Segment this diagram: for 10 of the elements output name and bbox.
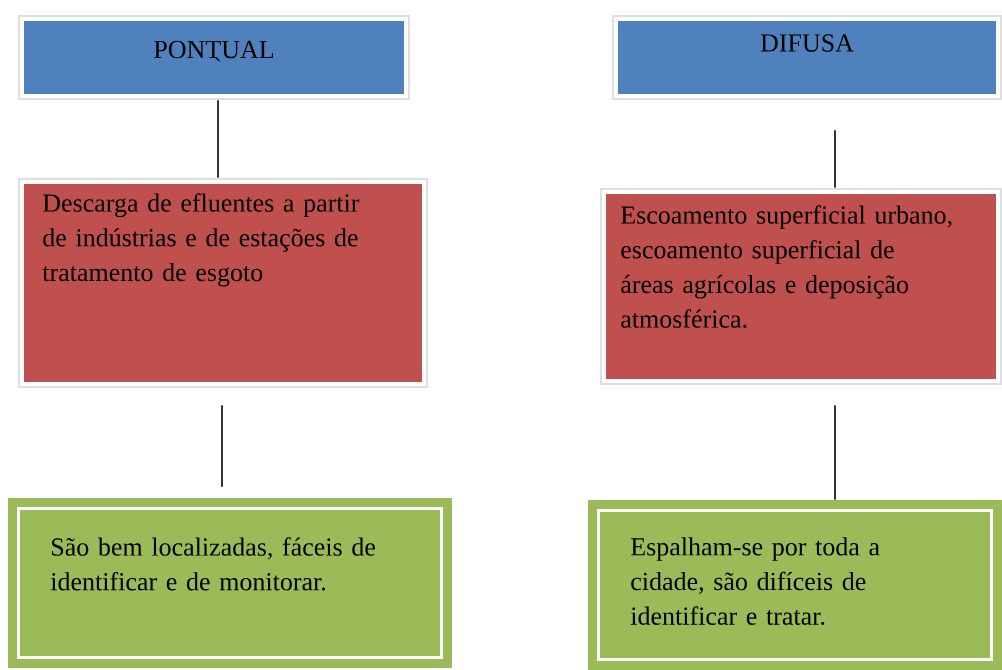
trait-box: São bem localizadas, fáceis de identificar e de monitorar. bbox=[8, 498, 452, 668]
stray-mark: ` bbox=[215, 58, 220, 62]
trait-box: Espalham-se por toda a cidade, são difíceis de identificar e tratar. bbox=[588, 500, 1002, 670]
connector-line bbox=[217, 99, 219, 179]
source-box: Escoamento superficial urbano, escoamento superficial de áreas agrícolas e deposição atmosférica. bbox=[600, 188, 1002, 385]
connector-line bbox=[221, 404, 223, 488]
connector-line bbox=[834, 129, 836, 189]
connector-line bbox=[834, 404, 836, 501]
category-box: DIFUSA bbox=[612, 15, 1002, 100]
source-box: Descarga de efluentes a partir de indústrias e de estações de tratamento de esgoto bbox=[18, 178, 428, 388]
